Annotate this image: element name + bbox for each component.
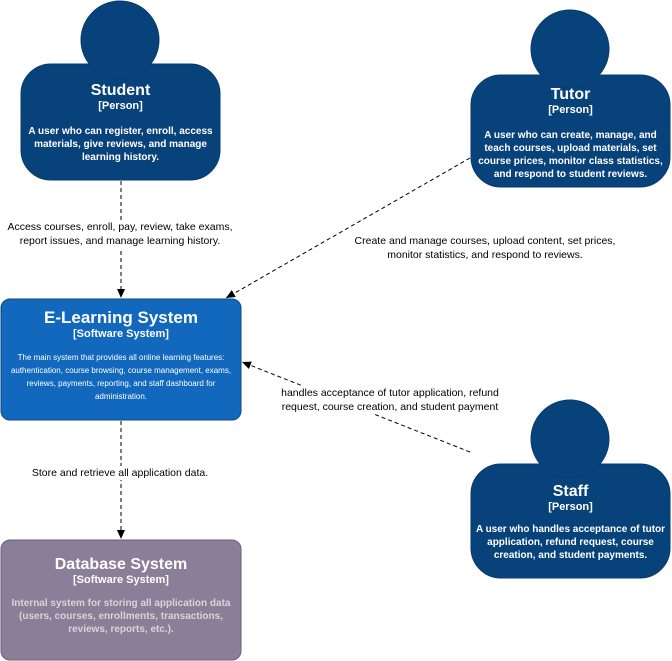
database-system-box[interactable] (0, 539, 242, 661)
edge-label-staff: handles acceptance of tutor application,… (274, 386, 506, 414)
elearning-description: The main system that provides all online… (10, 353, 232, 401)
edge-label-database: Store and retrieve all application data. (20, 466, 220, 480)
database-type: [Software System] (73, 574, 169, 586)
elearning-system-box[interactable] (0, 298, 242, 421)
edge-tutor-to-system (225, 157, 471, 299)
elearning-text: E-Learning System [Software System] The … (3, 308, 239, 403)
database-description: Internal system for storing all applicat… (11, 598, 231, 635)
tutor-description: A user who can create, manage, and teach… (478, 130, 663, 180)
tutor-person-shape[interactable] (470, 9, 671, 188)
tutor-type: [Person] (548, 104, 593, 116)
edge-label-tutor: Create and manage courses, upload conten… (346, 234, 624, 262)
tutor-title: Tutor (550, 86, 591, 103)
staff-title: Staff (552, 483, 589, 500)
tutor-head (530, 9, 610, 89)
database-title: Database System (54, 556, 188, 573)
student-text: Student [Person] A user who can register… (23, 81, 218, 164)
student-title: Student (90, 82, 151, 99)
student-description: A user who can register, enroll, access … (28, 126, 213, 163)
staff-head (530, 399, 610, 479)
elearning-type: [Software System] (73, 328, 169, 340)
student-person-shape[interactable] (20, 0, 221, 181)
edge-label-student: Access courses, enroll, pay, review, tak… (0, 220, 240, 248)
staff-description: A user who handles acceptance of tutor a… (475, 524, 666, 561)
tutor-text: Tutor [Person] A user who can create, ma… (473, 85, 668, 181)
elearning-title: E-Learning System (44, 308, 198, 327)
database-text: Database System [Software System] Intern… (3, 555, 239, 636)
student-head (80, 0, 160, 80)
staff-text: Staff [Person] A user who handles accept… (473, 482, 668, 562)
staff-type: [Person] (548, 501, 593, 513)
staff-person-shape[interactable] (470, 399, 671, 579)
student-type: [Person] (98, 100, 143, 112)
